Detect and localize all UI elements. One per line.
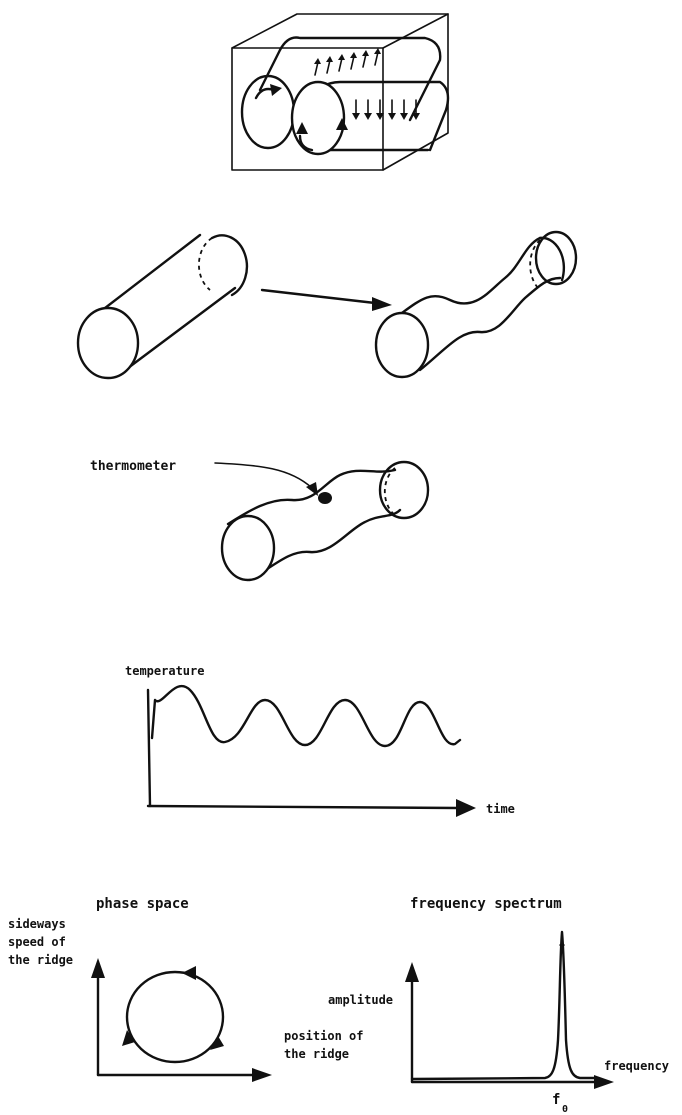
time-axis (146, 804, 460, 810)
phase-y-label-3: the ridge (8, 953, 73, 967)
convection-rolls-box-icon (231, 13, 450, 171)
temperature-signal (150, 684, 462, 748)
arrow-right-icon (260, 288, 392, 311)
wavy-roll-cylinder-icon (374, 230, 578, 379)
phase-y-label-2: speed of (8, 935, 66, 949)
convection-box-panel (231, 13, 450, 171)
limit-cycle (125, 970, 225, 1064)
downflow-arrows (352, 99, 420, 120)
phase-space-title: phase space (96, 896, 189, 912)
amplitude-axis-label: amplitude (328, 993, 393, 1007)
spectrum-peak (410, 930, 600, 1081)
thermometer-dot (318, 492, 332, 504)
phase-space-plot: phase space sideways speed of the ridge … (8, 896, 363, 1082)
straight-roll-cylinder-icon (76, 233, 249, 380)
phase-y-label-1: sideways (8, 917, 66, 931)
thermometer-label: thermometer (90, 459, 176, 474)
thermometer-panel: thermometer (90, 459, 430, 582)
phase-x-label-2: the ridge (284, 1047, 349, 1061)
wavy-roll-cylinder-icon (220, 460, 430, 582)
f0-subscript: 0 (562, 1104, 568, 1115)
f0-label: f (552, 1092, 560, 1108)
instability-panel (76, 230, 578, 380)
frequency-spectrum-plot: frequency spectrum amplitude frequency f… (328, 896, 669, 1115)
frequency-axis-label: frequency (604, 1059, 669, 1073)
time-axis-arrowhead (456, 799, 476, 817)
phase-x-label-1: position of (284, 1029, 363, 1043)
upflow-arrows (314, 48, 381, 76)
temperature-axis-label: temperature (125, 664, 204, 678)
temperature-axis (146, 688, 152, 808)
time-axis-label: time (486, 802, 515, 816)
spectrum-title: frequency spectrum (410, 896, 562, 912)
temperature-time-plot: temperature time (125, 664, 515, 817)
